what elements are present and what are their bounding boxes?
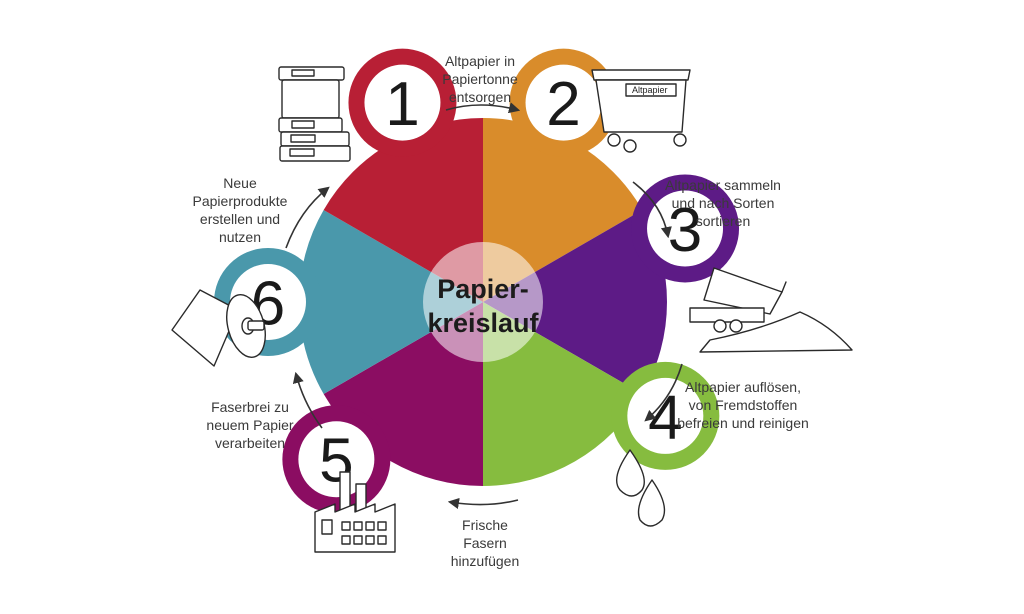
cycle-arrows <box>285 102 683 509</box>
bin-label: Altpapier <box>632 85 668 95</box>
factory-icon <box>314 471 396 553</box>
segment-step-1 <box>323 118 483 302</box>
arrow-4-to-5 <box>447 497 519 509</box>
segment-step-2 <box>483 118 643 302</box>
paper-roll-icon <box>171 289 266 367</box>
paper-bin-icon: Altpapier <box>591 69 691 153</box>
center-title-line1: Papier- <box>437 274 529 304</box>
step-3-number: 3 <box>668 196 702 265</box>
step-5-circle <box>298 421 375 498</box>
step-2-number: 2 <box>546 70 580 139</box>
arrow-1-to-2 <box>445 102 521 114</box>
arrow-6-to-1 <box>285 186 330 249</box>
step-1-number: 1 <box>385 70 419 139</box>
binders-icon <box>278 66 351 162</box>
dump-truck-icon <box>689 267 853 353</box>
arrow-5-to-6 <box>292 371 323 429</box>
segment-step-3 <box>483 210 668 394</box>
center-title-line2: kreislauf <box>427 308 539 338</box>
step-2-circle <box>525 64 602 141</box>
arrow-3-to-4 <box>644 363 683 422</box>
arrow-2-to-3 <box>632 181 672 239</box>
step-4-circle <box>627 377 704 454</box>
step-3-circle <box>647 190 724 267</box>
center-circle: Papier- kreislauf <box>423 242 543 362</box>
water-drops-icon <box>616 449 666 527</box>
segment-step-6 <box>299 210 483 394</box>
step-1-circle <box>364 64 441 141</box>
segment-step-4 <box>483 302 643 486</box>
